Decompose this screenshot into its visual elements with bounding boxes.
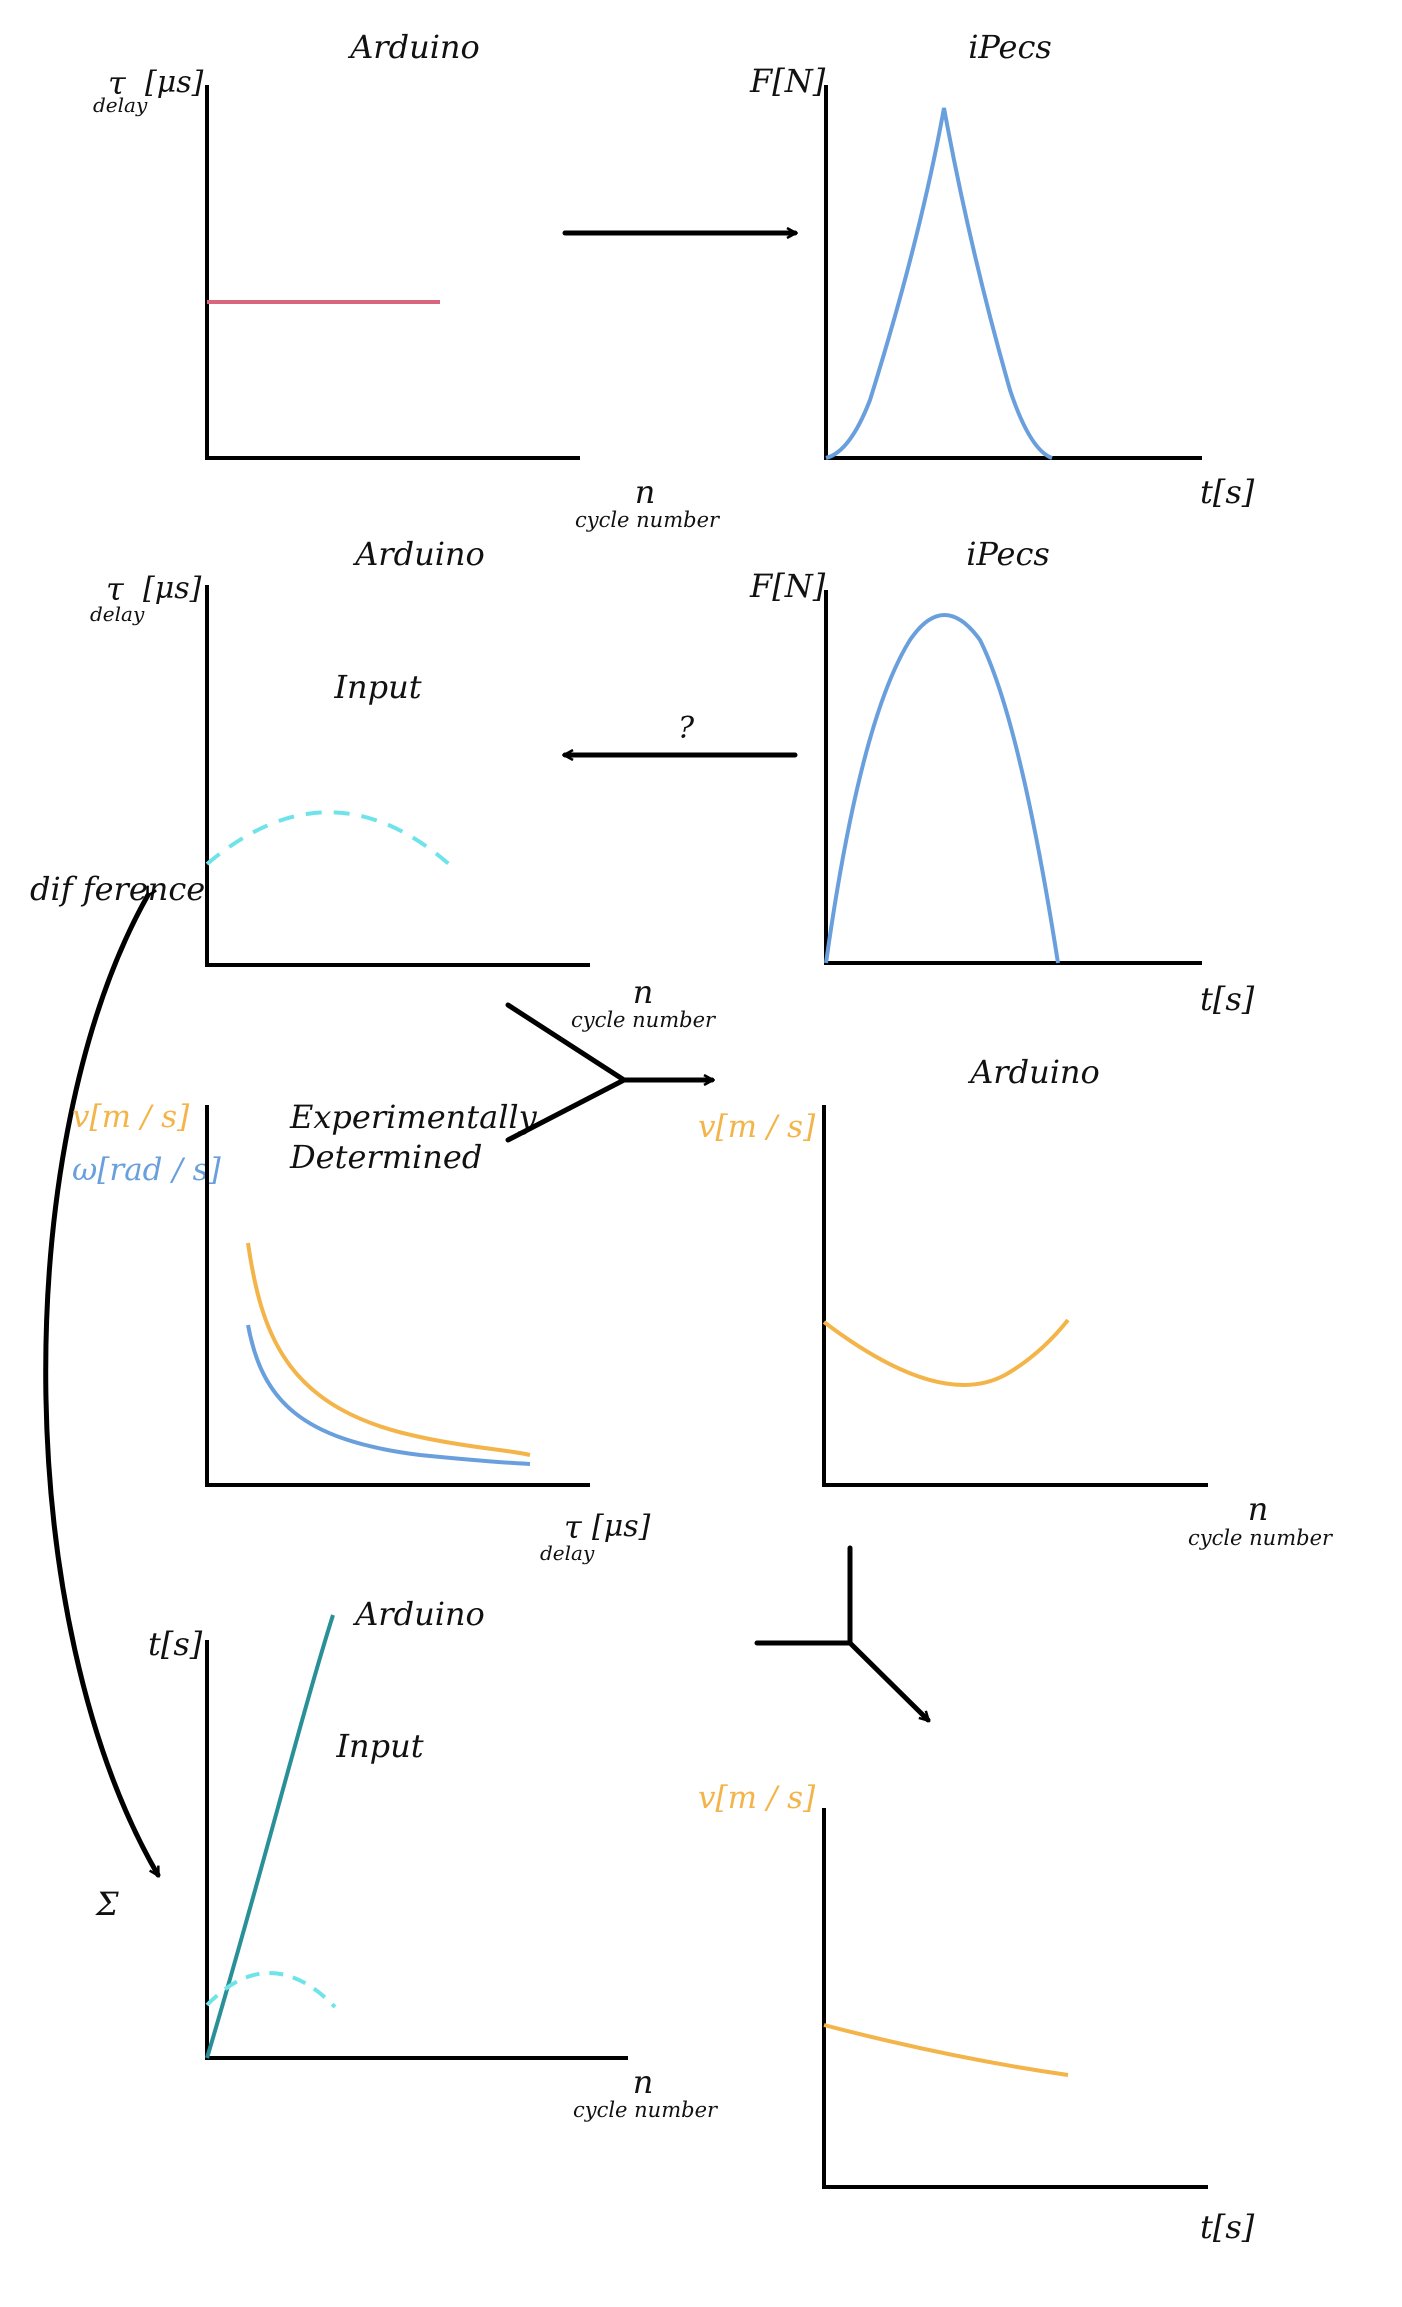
panel-5-v-curve xyxy=(246,1242,531,1457)
panel-1-title: Arduino xyxy=(347,28,480,66)
panel-5-x-unit: [μs] xyxy=(592,1509,651,1544)
sigma-label: Σ xyxy=(95,1885,119,1923)
panel-2-force-peak: iPecs F[N] t[s] xyxy=(749,28,1255,511)
panel-4-y-label: F[N] xyxy=(749,567,826,605)
merge-arrow-to-velocity xyxy=(505,1002,712,1143)
panel-1-y-symbol: τ xyxy=(108,64,127,102)
panel-8-velocity-time: v[m / s] t[s] xyxy=(698,1780,1255,2246)
panel-6-velocity-curve xyxy=(822,1318,1070,1387)
panel-7-x-symbol: n xyxy=(633,2063,654,2101)
panel-4-title: iPecs xyxy=(966,535,1050,573)
panel-5-y-label-omega: ω[rad / s] xyxy=(72,1152,222,1188)
panel-3-input-label: Input xyxy=(333,668,421,706)
panel-1-delay-constant: Arduino τ delay [μs] n cycle number xyxy=(93,28,721,532)
panel-1-x-symbol: n xyxy=(635,473,656,511)
panel-1-axes xyxy=(205,85,580,460)
panel-7-axes xyxy=(205,1640,628,2060)
panel-3-y-subscript: delay xyxy=(90,602,145,626)
panel-3-delay-input: Arduino τ delay [μs] Input n cycle numbe… xyxy=(90,535,717,1032)
panel-5-omega-curve xyxy=(246,1324,531,1466)
difference-sum-double-arrow xyxy=(43,895,161,1875)
panel-2-x-label: t[s] xyxy=(1200,473,1255,511)
panel-4-force-curve xyxy=(824,613,1060,964)
panel-8-y-label: v[m / s] xyxy=(698,1780,816,1816)
panel-8-velocity-curve xyxy=(823,2023,1069,2077)
difference-label: dif ference xyxy=(30,870,205,908)
panel-4-axes xyxy=(824,590,1202,965)
panel-5-experimental: v[m / s] ω[rad / s] Experimentally Deter… xyxy=(72,1098,651,1565)
panel-1-x-subscript: cycle number xyxy=(575,508,721,532)
panel-2-title: iPecs xyxy=(968,28,1052,66)
panel-4-x-label: t[s] xyxy=(1200,980,1255,1018)
panel-3-axes xyxy=(205,585,590,967)
panel-7-x-subscript: cycle number xyxy=(573,2098,719,2122)
question-mark: ? xyxy=(678,711,695,746)
panel-2-force-curve xyxy=(825,107,1053,460)
panel-3-x-symbol: n xyxy=(633,973,654,1011)
panel-6-x-symbol: n xyxy=(1248,1490,1269,1528)
panel-6-x-subscript: cycle number xyxy=(1188,1526,1334,1550)
panel-6-y-label: v[m / s] xyxy=(698,1109,816,1145)
panel-4-force-broad: iPecs F[N] t[s] xyxy=(749,535,1255,1018)
panel-5-inner-line-1: Experimentally xyxy=(289,1098,538,1136)
panel-5-x-subscript: delay xyxy=(540,1541,595,1565)
panel-2-y-label: F[N] xyxy=(749,62,826,100)
panel-7-input-dashed-curve xyxy=(205,1971,337,2009)
panel-1-y-unit: [μs] xyxy=(145,65,204,100)
panel-5-inner-line-2: Determined xyxy=(289,1138,482,1176)
merge-arrow-to-velocity-time xyxy=(754,1545,928,1720)
panel-6-axes xyxy=(822,1105,1208,1487)
panel-6-velocity-per-cycle: Arduino v[m / s] n cycle number xyxy=(698,1053,1334,1550)
panel-3-title: Arduino xyxy=(352,535,485,573)
panel-3-y-unit: [μs] xyxy=(143,571,202,606)
panel-3-y-symbol: τ xyxy=(106,570,125,608)
panel-7-title: Arduino xyxy=(352,1595,485,1633)
panel-5-x-symbol: τ xyxy=(564,1508,583,1546)
panel-8-x-label: t[s] xyxy=(1200,2208,1255,2246)
panel-6-title: Arduino xyxy=(967,1053,1100,1091)
panel-5-y-label-v: v[m / s] xyxy=(72,1099,190,1135)
panel-5-axes xyxy=(205,1105,590,1487)
panel-3-input-dashed-curve xyxy=(205,810,452,867)
panel-3-x-subscript: cycle number xyxy=(571,1008,717,1032)
panel-1-y-subscript: delay xyxy=(93,93,148,117)
panel-7-input-label: Input xyxy=(335,1727,423,1765)
panel-8-axes xyxy=(822,1808,1208,2189)
panel-7-time-curve xyxy=(205,1614,335,2059)
panel-7-time-cumulative: Arduino t[s] Input n cycle number xyxy=(148,1595,719,2122)
panel-7-y-label: t[s] xyxy=(148,1625,203,1663)
